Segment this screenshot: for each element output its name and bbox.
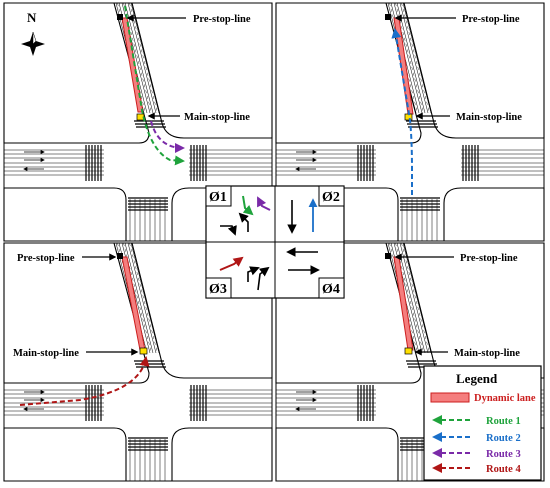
north-label: N bbox=[27, 10, 37, 25]
route4-path bbox=[19, 356, 150, 406]
pre-stop-signal-tr bbox=[385, 14, 391, 20]
pre-stop-signal-bl bbox=[117, 253, 123, 259]
legend-dynamic-lane-swatch bbox=[430, 392, 470, 403]
phase-2-label: Ø2 bbox=[322, 190, 340, 205]
phase-4-label: Ø4 bbox=[322, 282, 340, 297]
phase-1-label: Ø1 bbox=[209, 190, 227, 205]
phase-diagram: Ø1 Ø2 Ø3 Ø4 bbox=[205, 185, 345, 299]
phase3-route4-arrow bbox=[219, 256, 244, 271]
phase3-up-arrow bbox=[257, 266, 270, 291]
pre-stop-signal-br bbox=[385, 253, 391, 259]
legend-route1-label: Route 1 bbox=[486, 416, 521, 427]
legend-dynamic-lane-label: Dynamic lane bbox=[474, 393, 536, 404]
phase-3-label: Ø3 bbox=[209, 282, 227, 297]
legend-route3-label: Route 3 bbox=[486, 449, 521, 460]
phase1-route3-arrow bbox=[257, 196, 271, 211]
phase3-right-arrow bbox=[247, 266, 260, 282]
main-stop-signal-bl bbox=[139, 347, 148, 355]
route1-path bbox=[124, 5, 185, 166]
pre-stop-signal-tl bbox=[117, 14, 123, 20]
phase1-route1-arrow bbox=[242, 195, 254, 216]
phase1-left-arrow bbox=[220, 225, 237, 236]
compass-icon bbox=[21, 31, 45, 56]
pre-stop-label-tr: Pre-stop-line bbox=[462, 14, 520, 25]
phase1-right-arrow bbox=[238, 212, 249, 232]
legend-title: Legend bbox=[456, 371, 498, 386]
legend-route2-label: Route 2 bbox=[486, 433, 521, 444]
main-stop-label-tl: Main-stop-line bbox=[184, 112, 250, 123]
legend: Legend Dynamic lane Route 1 Route 2 Rout… bbox=[423, 365, 542, 481]
route2-path bbox=[391, 28, 413, 195]
main-stop-label-bl: Main-stop-line bbox=[13, 348, 79, 359]
main-stop-signal-br bbox=[404, 347, 413, 355]
main-stop-label-tr: Main-stop-line bbox=[456, 112, 522, 123]
pre-stop-label-tl: Pre-stop-line bbox=[193, 14, 251, 25]
legend-route4-label: Route 4 bbox=[486, 464, 521, 475]
main-stop-label-br: Main-stop-line bbox=[454, 348, 520, 359]
route3-path bbox=[150, 120, 185, 153]
pre-stop-label-br: Pre-stop-line bbox=[460, 253, 518, 264]
pre-stop-label-bl: Pre-stop-line bbox=[17, 253, 75, 264]
